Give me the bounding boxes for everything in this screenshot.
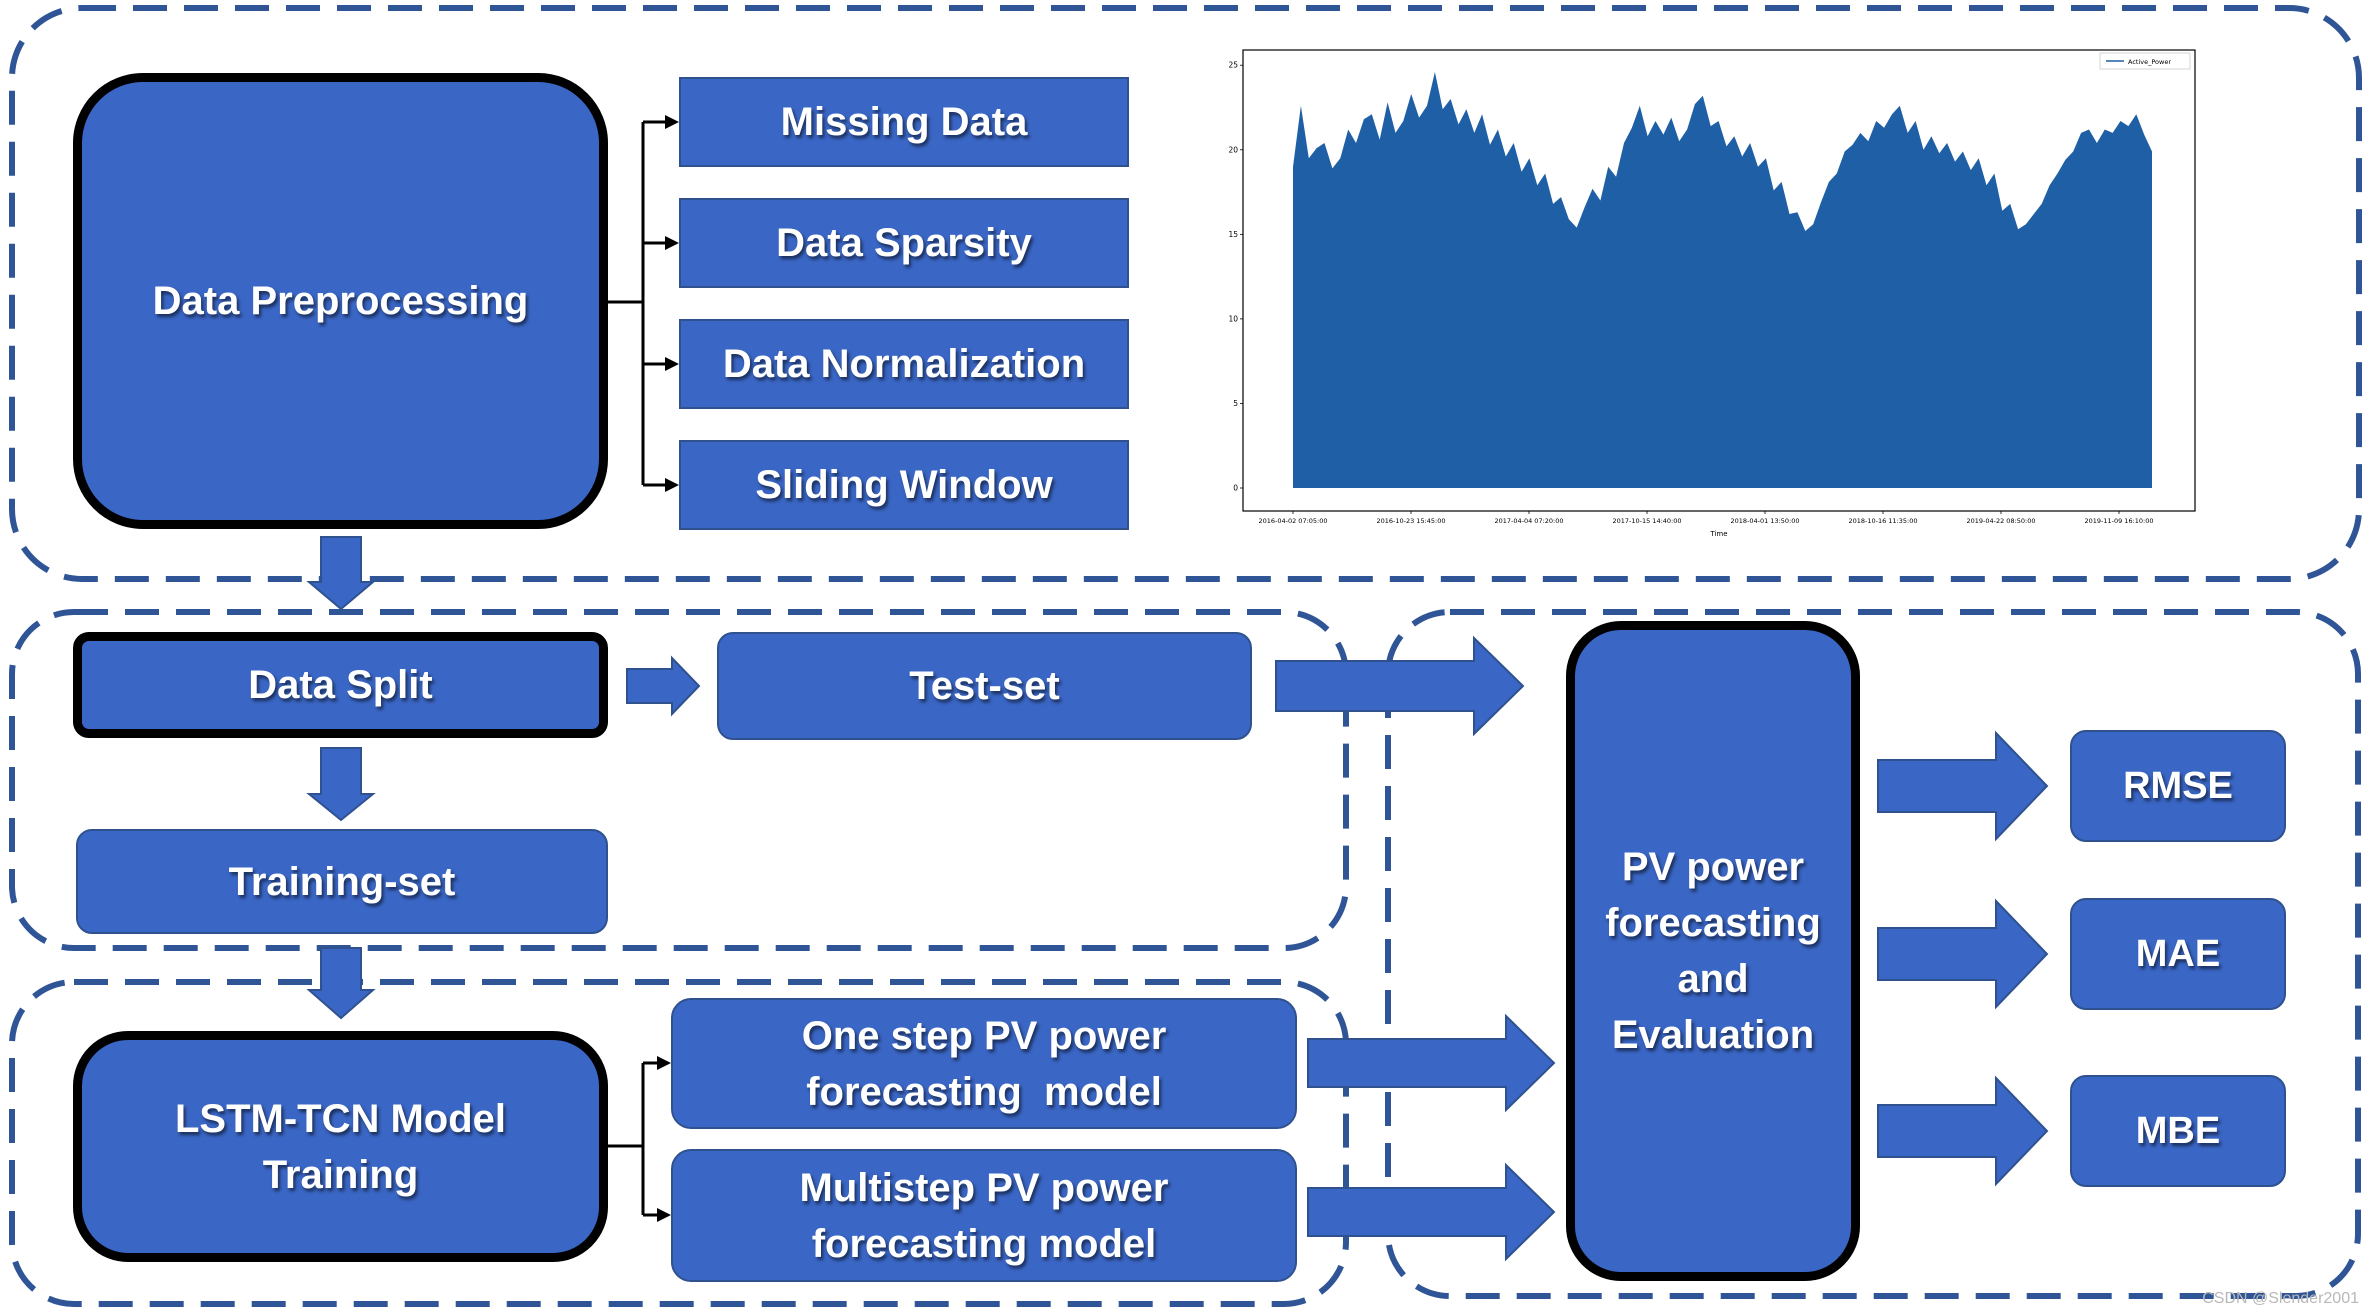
evaluation-label-line-2: forecasting	[1605, 901, 1821, 945]
x-tick-label: 2019-11-09 16:10:00	[2084, 517, 2153, 525]
arrowhead-data-normalization	[665, 357, 679, 371]
chart-frame	[1242, 49, 2196, 512]
y-tick-label: 0	[1233, 484, 1238, 493]
x-tick-label: 2018-04-01 13:50:00	[1730, 517, 1799, 525]
right-arrow-one-step-to-evaluation	[1307, 1013, 1556, 1113]
x-tick-label: 2016-10-23 15:45:00	[1376, 517, 1445, 525]
missing-data-box: Missing Data	[679, 77, 1129, 167]
down-arrow-split-to-training-set	[306, 747, 376, 822]
arrowhead-multistep-model	[657, 1208, 671, 1222]
mae-box: MAE	[2070, 898, 2286, 1010]
data-sparsity-label: Data Sparsity	[776, 221, 1032, 265]
evaluation-label-line-1: PV power	[1621, 845, 1805, 889]
data-split-label: Data Split	[248, 663, 433, 707]
data-normalization-box: Data Normalization	[679, 319, 1129, 409]
y-tick-label: 10	[1228, 314, 1238, 323]
preprocessing-bracket	[608, 120, 667, 487]
x-tick-label: 2016-04-02 07:05:00	[1258, 517, 1327, 525]
active-power-area	[1293, 72, 2152, 488]
y-tick-label: 15	[1228, 230, 1238, 239]
sliding-window-label: Sliding Window	[755, 463, 1053, 507]
pv-forecasting-evaluation-box: PV power forecasting and Evaluation	[1566, 621, 1860, 1281]
mae-label: MAE	[2135, 933, 2221, 975]
x-tick-label: 2019-04-22 08:50:00	[1966, 517, 2035, 525]
arrowhead-one-step-model	[657, 1056, 671, 1070]
evaluation-label-line-4: Evaluation	[1611, 1013, 1815, 1057]
y-tick-label: 20	[1228, 145, 1238, 154]
chart-legend: Active_Power	[2099, 52, 2191, 70]
test-set-box: Test-set	[717, 632, 1252, 740]
data-split-box: Data Split	[73, 632, 608, 738]
y-tick-label: 5	[1233, 399, 1238, 408]
multistep-model-line-1: Multistep PV power	[799, 1165, 1169, 1210]
right-arrow-to-rmse	[1877, 730, 2049, 842]
missing-data-label: Missing Data	[780, 100, 1028, 144]
x-tick-label: 2017-10-15 14:40:00	[1612, 517, 1681, 525]
legend-box	[2099, 52, 2191, 70]
evaluation-dashed-region	[1385, 609, 2361, 1299]
data-preprocessing-label: Data Preprocessing	[152, 279, 529, 323]
sliding-window-box: Sliding Window	[679, 440, 1129, 530]
lstm-tcn-label-line-2: Training	[262, 1152, 419, 1197]
watermark: CSDN @Slender2001	[2202, 1290, 2359, 1307]
active-power-chart: Active_Power Time 0 5 10 15 20 25 2016-04-02 0…	[1228, 49, 2196, 538]
one-step-model-box: One step PV power forecasting model	[671, 998, 1297, 1129]
x-tick-label: 2017-04-04 07:20:00	[1494, 517, 1563, 525]
down-arrow-preprocessing-to-split	[306, 536, 376, 611]
x-tick-label: 2018-10-16 11:35:00	[1848, 517, 1917, 525]
right-arrow-test-set-to-evaluation	[1275, 635, 1525, 737]
multistep-model-box: Multistep PV power forecasting model	[671, 1149, 1297, 1282]
arrowhead-missing-data	[665, 115, 679, 129]
data-normalization-label: Data Normalization	[722, 342, 1086, 386]
data-preprocessing-box: Data Preprocessing	[73, 73, 608, 529]
mbe-label: MBE	[2135, 1110, 2221, 1152]
rmse-label: RMSE	[2123, 765, 2233, 807]
evaluation-label-line-3: and	[1677, 957, 1749, 1001]
legend-label: Active_Power	[2128, 58, 2171, 66]
right-arrow-split-to-test-set	[626, 655, 701, 717]
lstm-tcn-training-box: LSTM-TCN Model Training	[73, 1031, 608, 1262]
data-sparsity-box: Data Sparsity	[679, 198, 1129, 288]
arrowhead-sliding-window	[665, 478, 679, 492]
training-bracket	[608, 1061, 659, 1217]
training-set-label: Training-set	[228, 859, 456, 904]
multistep-model-line-2: forecasting model	[811, 1221, 1157, 1266]
lstm-tcn-label-line-1: LSTM-TCN Model	[174, 1096, 507, 1141]
right-arrow-multistep-to-evaluation	[1307, 1162, 1556, 1262]
down-arrow-training-set-to-model	[306, 947, 376, 1020]
mbe-box: MBE	[2070, 1075, 2286, 1187]
preprocessing-dashed-region	[9, 5, 2362, 582]
one-step-model-line-2: forecasting model	[806, 1069, 1162, 1114]
arrowhead-data-sparsity	[665, 236, 679, 250]
test-set-label: Test-set	[909, 664, 1060, 708]
right-arrow-to-mbe	[1877, 1075, 2049, 1187]
training-dashed-region	[9, 979, 1349, 1307]
split-dashed-region	[9, 609, 1349, 951]
y-tick-label: 25	[1228, 61, 1238, 70]
rmse-box: RMSE	[2070, 730, 2286, 842]
right-arrow-to-mae	[1877, 898, 2049, 1010]
one-step-model-line-1: One step PV power	[801, 1013, 1167, 1058]
x-axis-label: Time	[1709, 530, 1727, 538]
training-set-box: Training-set	[76, 829, 608, 934]
